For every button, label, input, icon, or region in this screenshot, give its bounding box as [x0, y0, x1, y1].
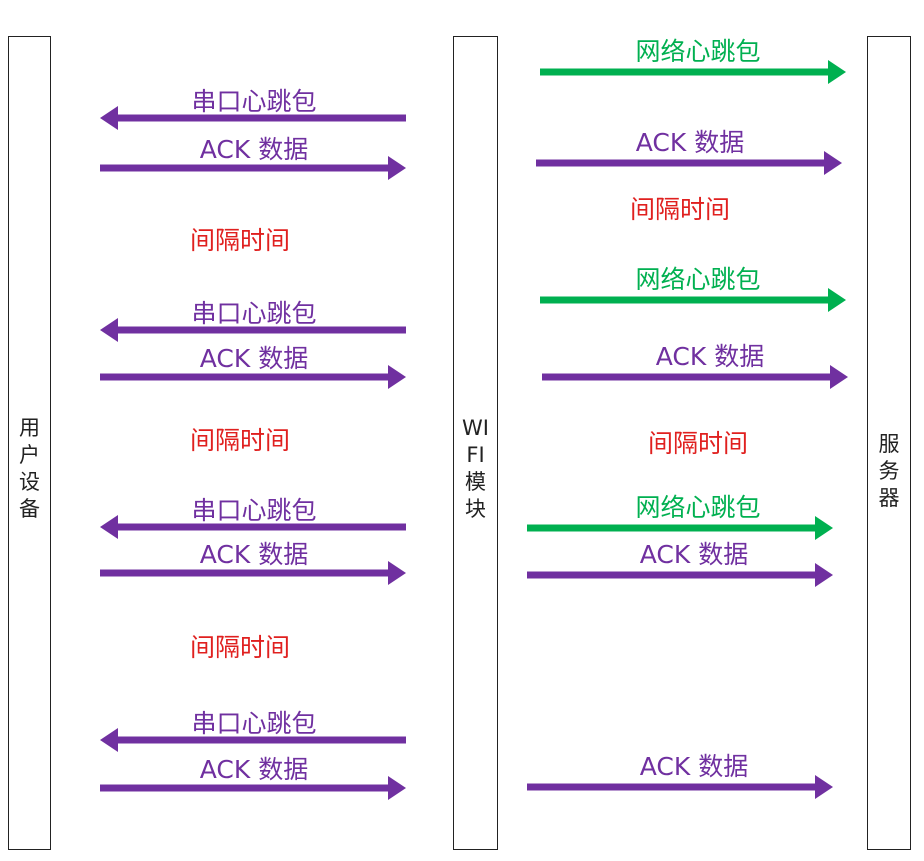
ack-data-label: ACK 数据 [636, 128, 744, 157]
ack-data-label: ACK 数据 [200, 540, 308, 569]
ack-data-arrow [100, 156, 406, 180]
interval-label: 间隔时间 [190, 426, 290, 455]
net-heartbeat-label: 网络心跳包 [635, 37, 760, 66]
ack-data-arrow [536, 151, 842, 175]
serial-heartbeat-arrow [100, 106, 406, 130]
net-heartbeat-arrow [527, 516, 833, 540]
serial-heartbeat-label: 串口心跳包 [191, 299, 316, 328]
serial-heartbeat-arrow [100, 728, 406, 752]
interval-label: 间隔时间 [648, 429, 748, 458]
ack-data-label: ACK 数据 [656, 342, 764, 371]
serial-heartbeat-label: 串口心跳包 [191, 87, 316, 116]
ack-data-arrow [527, 563, 833, 587]
ack-data-arrow [100, 365, 406, 389]
net-heartbeat-arrow [540, 288, 846, 312]
serial-heartbeat-arrow [100, 318, 406, 342]
ack-data-label: ACK 数据 [200, 135, 308, 164]
ack-data-label: ACK 数据 [640, 540, 748, 569]
ack-data-label: ACK 数据 [200, 344, 308, 373]
interval-label: 间隔时间 [190, 633, 290, 662]
net-heartbeat-arrow [540, 60, 846, 84]
ack-data-arrow [542, 365, 848, 389]
interval-label: 间隔时间 [630, 195, 730, 224]
lane-server-label: 服 务 器 [878, 432, 900, 510]
serial-heartbeat-arrow [100, 515, 406, 539]
ack-data-arrow [527, 775, 833, 799]
ack-data-arrow [100, 561, 406, 585]
interval-label: 间隔时间 [190, 226, 290, 255]
lane-user-device-label: 用 户 设 备 [19, 416, 40, 521]
ack-data-arrow [100, 776, 406, 800]
serial-heartbeat-label: 串口心跳包 [191, 496, 316, 525]
lane-server: 服 务 器 [867, 36, 911, 850]
net-heartbeat-label: 网络心跳包 [635, 493, 760, 522]
ack-data-label: ACK 数据 [640, 752, 748, 781]
ack-data-label: ACK 数据 [200, 755, 308, 784]
lane-wifi-module: WI FI 模 块 [453, 36, 498, 850]
serial-heartbeat-label: 串口心跳包 [191, 709, 316, 738]
lane-wifi-module-label: WI FI 模 块 [462, 416, 489, 521]
net-heartbeat-label: 网络心跳包 [635, 265, 760, 294]
lane-user-device: 用 户 设 备 [8, 36, 51, 850]
